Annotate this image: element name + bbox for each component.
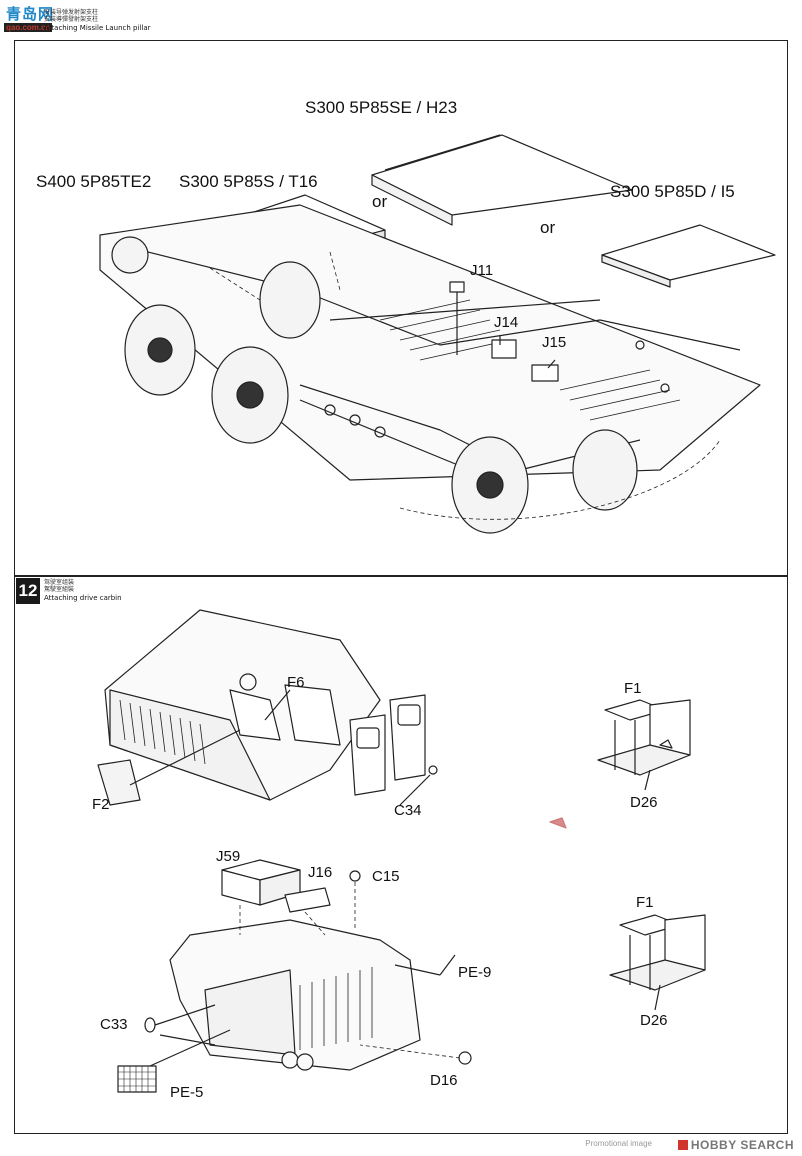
part-label-c33: C33: [100, 1016, 128, 1033]
part-label-j15: J15: [542, 334, 567, 351]
site-logo: 青岛网 qao.com.cn: [4, 3, 74, 33]
wheels: [111, 236, 638, 534]
launch-panel-i5: [601, 224, 776, 288]
cab-lower: [169, 919, 421, 1071]
step11-title-cn: 安装导弹发射架支柱: [44, 9, 99, 16]
part-label-f1-a: F1: [624, 680, 642, 697]
part-label-c15: C15: [372, 868, 400, 885]
footer-brand: HOBBY SEARCH: [677, 1138, 794, 1152]
launch-panel-h23: [371, 134, 633, 226]
step11-title-en: Attaching Missile Launch pillar: [44, 23, 151, 32]
part-label-j16: J16: [308, 864, 333, 881]
brand-square-icon: [677, 1140, 688, 1150]
callout-s400: S400 5P85TE2: [36, 172, 152, 191]
callout-s300-t16: S300 5P85S / T16: [179, 172, 318, 191]
part-label-j11: J11: [470, 262, 494, 279]
part-label-f6: F6: [287, 674, 305, 691]
part-label-pe5: PE-5: [170, 1084, 204, 1101]
cab-upper: [104, 609, 381, 801]
logo-text: 青岛网: [6, 5, 55, 23]
step12-title-cn-trad: 駕駛室組裝: [44, 585, 75, 593]
step12-title: 驾驶室组装 駕駛室組裝 Attaching drive carbin: [44, 579, 122, 602]
part-label-d16: D16: [430, 1072, 458, 1089]
part-label-d26-b: D26: [640, 1012, 668, 1029]
callout-or-2: or: [540, 218, 556, 237]
part-label-pe9: PE-9: [458, 964, 492, 981]
callout-s300-h23: S300 5P85SE / H23: [305, 98, 458, 117]
step12-title-cn: 驾驶室组装: [44, 579, 75, 586]
door-left: [349, 714, 386, 796]
part-label-c34: C34: [394, 802, 422, 819]
part-label-j59: J59: [216, 848, 241, 865]
part-label-d26-a: D26: [630, 794, 658, 811]
step11-title: 安装导弹发射架支柱 安裝導彈發射架支柱 Attaching Missile La…: [44, 9, 151, 32]
footer-brand-text: HOBBY SEARCH: [690, 1138, 794, 1152]
step11-title-cn-trad: 安裝導彈發射架支柱: [44, 15, 99, 23]
part-label-f1-b: F1: [636, 894, 654, 911]
door-right: [389, 694, 426, 781]
part-label-f2: F2: [92, 796, 110, 813]
f1-d26-part-a: [597, 699, 691, 776]
part-label-j14: J14: [494, 314, 519, 331]
f1-d26-part-b: [609, 914, 706, 991]
watermark-text: Promotional image: [585, 1139, 652, 1148]
logo-subtext: qao.com.cn: [4, 23, 53, 32]
step12-title-en: Attaching drive carbin: [44, 593, 122, 602]
callout-s300-i5: S300 5P85D / I5: [610, 182, 735, 201]
callout-or-1: or: [372, 192, 388, 211]
step12-badge: 12: [16, 578, 40, 604]
